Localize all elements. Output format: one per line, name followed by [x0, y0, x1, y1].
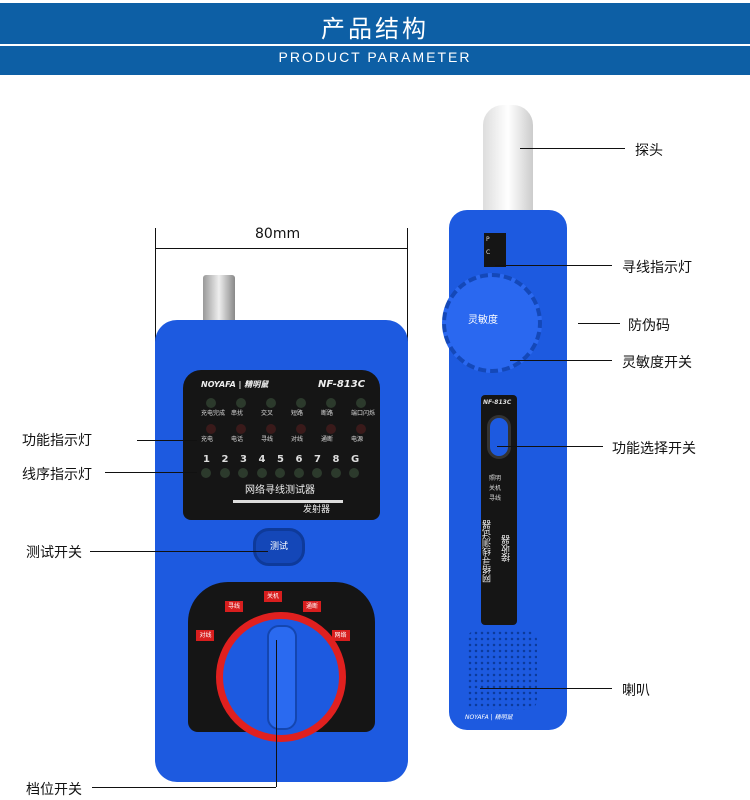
function-led	[266, 398, 276, 408]
wire-number: 3	[240, 454, 247, 465]
wire-led	[312, 468, 322, 478]
function-switch[interactable]	[487, 415, 511, 459]
switch-option: 关机	[489, 485, 502, 492]
wire-led	[330, 468, 341, 478]
led-label-c: C	[486, 249, 491, 256]
section-subtitle: PRODUCT PARAMETER	[278, 49, 472, 65]
wire-led	[256, 468, 267, 478]
wire-number: 1	[203, 454, 210, 465]
function-led	[206, 398, 216, 408]
function-led	[206, 424, 216, 434]
wire-number: G	[351, 454, 360, 465]
brand-cn: 精明鼠	[244, 380, 269, 389]
dial-position-label: 通断	[303, 601, 322, 613]
label-wire-led: 线序指示灯	[22, 467, 92, 483]
model-label: NF-813C	[318, 379, 366, 390]
label-function-switch: 功能选择开关	[612, 441, 696, 457]
wire-led	[275, 468, 285, 478]
function-led-label: 端口闪烁	[351, 410, 376, 417]
function-led-label: 通断	[321, 436, 334, 443]
wire-led	[201, 468, 211, 478]
function-led-label: 充电完成	[201, 410, 226, 417]
function-led-label: 充电	[201, 436, 214, 443]
function-led	[266, 424, 276, 434]
label-function-led: 功能指示灯	[22, 433, 92, 449]
dial-panel: 对线 寻线 关机通断网络	[188, 582, 375, 742]
speaker-grille	[467, 630, 537, 710]
device-type: 接收器	[502, 535, 512, 562]
brand-logo: NOYAFA	[201, 380, 236, 389]
wire-led	[293, 468, 304, 478]
led-label-p: P	[486, 236, 490, 243]
divider	[0, 44, 750, 46]
dial-position-label: 网络	[331, 630, 350, 641]
label-probe: 探头	[635, 143, 663, 159]
brand-name: NOYAFA	[465, 714, 489, 721]
wire-led	[219, 468, 230, 478]
function-led	[356, 424, 366, 434]
dial-position-label: 关机	[264, 591, 283, 602]
switch-option: 照明	[489, 475, 502, 482]
function-led	[326, 398, 336, 408]
function-led-label: 短路	[291, 410, 304, 417]
device-type: 发射器	[303, 505, 331, 515]
device-name: 网络寻线测试器	[245, 485, 315, 496]
label-trace-led: 寻线指示灯	[622, 260, 692, 276]
function-led-label: 电源	[351, 436, 364, 443]
gear-dial[interactable]	[216, 612, 346, 742]
dial-position-label: 寻线	[225, 601, 244, 613]
function-led-label: 交叉	[261, 410, 274, 417]
function-led-label: 串扰	[231, 410, 244, 417]
wire-led	[238, 468, 248, 478]
receiver-device: P C 灵敏度 NF-813C 照明 关机 寻线 网络寻线测试器 接收器 NOY…	[437, 105, 579, 730]
wire-number: 2	[221, 454, 229, 465]
trace-led-panel: P C	[484, 233, 506, 267]
function-led	[236, 424, 246, 434]
bnc-connector	[203, 275, 235, 325]
wire-number: 6	[295, 454, 303, 465]
label-test-switch: 测试开关	[26, 545, 82, 561]
function-led-label: 对线	[291, 436, 304, 443]
probe-tip	[483, 105, 533, 220]
dial-position-label: 对线	[196, 630, 215, 641]
section-header: 产品结构 PRODUCT PARAMETER	[0, 3, 750, 75]
switch-option: 寻线	[489, 495, 502, 502]
label-gear-switch: 档位开关	[26, 782, 82, 798]
divider	[233, 500, 343, 503]
label-speaker: 喇叭	[622, 683, 650, 699]
brand-logo: NOYAFA | 精明鼠	[465, 714, 513, 721]
function-led-label: 寻线	[261, 436, 274, 443]
function-led	[356, 398, 366, 408]
function-led	[296, 398, 306, 408]
sensitivity-dial[interactable]: 灵敏度	[442, 273, 542, 373]
dimension-label: 80mm	[255, 226, 301, 242]
dimension-line-right	[407, 228, 408, 393]
wire-led	[349, 468, 359, 478]
model-label: NF-813C	[483, 399, 512, 406]
dimension-line	[155, 248, 407, 249]
sensitivity-label: 灵敏度	[468, 315, 498, 326]
test-button[interactable]: 测试	[253, 528, 305, 566]
wire-number: 4	[258, 454, 266, 465]
wire-number: 7	[314, 454, 321, 465]
label-anti-fake: 防伪码	[628, 318, 670, 334]
function-led-label: 电话	[231, 436, 244, 443]
led-panel: NOYAFA | 精明鼠 NF-813C 充电完成串扰交叉短路断路端口闪烁充电电…	[183, 370, 380, 520]
function-led	[296, 424, 306, 434]
label-sensitivity-switch: 灵敏度开关	[622, 355, 692, 371]
brand-cn: 精明鼠	[494, 714, 513, 721]
function-panel: NF-813C 照明 关机 寻线 网络寻线测试器 接收器	[481, 395, 517, 625]
function-led	[326, 424, 336, 434]
function-led	[236, 398, 246, 408]
function-led-label: 断路	[321, 410, 334, 417]
wire-number: 8	[332, 454, 340, 465]
device-name: 网络寻线测试器	[483, 520, 493, 583]
wire-number: 5	[277, 454, 284, 465]
section-title: 产品结构	[321, 15, 429, 43]
transmitter-device: NOYAFA | 精明鼠 NF-813C 充电完成串扰交叉短路断路端口闪烁充电电…	[155, 270, 408, 782]
dial-knob[interactable]	[267, 625, 297, 730]
dimension-line-left	[155, 228, 156, 393]
